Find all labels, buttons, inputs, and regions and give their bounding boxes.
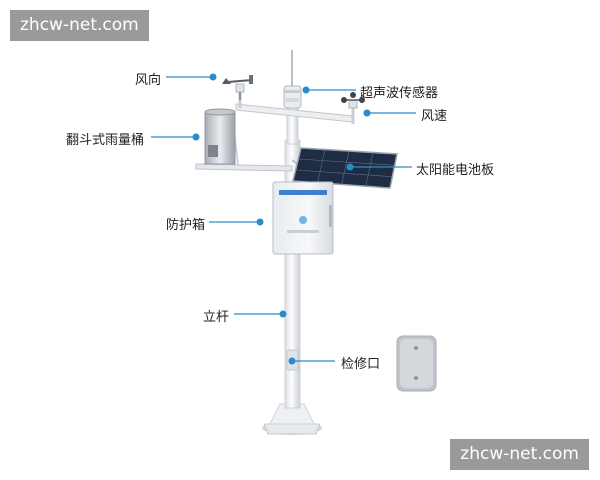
label-rain-gauge: 翻斗式雨量桶 <box>66 133 145 148</box>
callout-lines <box>151 73 416 365</box>
ultrasonic-sensor <box>283 85 302 109</box>
label-inspection-port: 检修口 <box>341 357 381 372</box>
solar-panel <box>291 147 398 189</box>
label-wind-direction: 风向 <box>135 73 162 88</box>
pole-base <box>262 403 322 435</box>
watermark-bottom-right: zhcw-net.com <box>450 439 589 470</box>
label-pole: 立杆 <box>203 310 230 325</box>
wind-speed-sensor <box>341 92 365 124</box>
label-solar-panel: 太阳能电池板 <box>416 163 495 178</box>
wind-direction-sensor <box>222 75 253 108</box>
label-ultrasonic-sensor: 超声波传感器 <box>360 86 439 101</box>
inspection-port-cover <box>396 335 437 392</box>
watermark-top-left: zhcw-net.com <box>10 10 149 41</box>
label-protective-box: 防护箱 <box>166 218 206 233</box>
protective-box-shape <box>272 181 334 255</box>
rain-gauge <box>204 108 236 165</box>
label-wind-speed: 风速 <box>421 109 448 124</box>
